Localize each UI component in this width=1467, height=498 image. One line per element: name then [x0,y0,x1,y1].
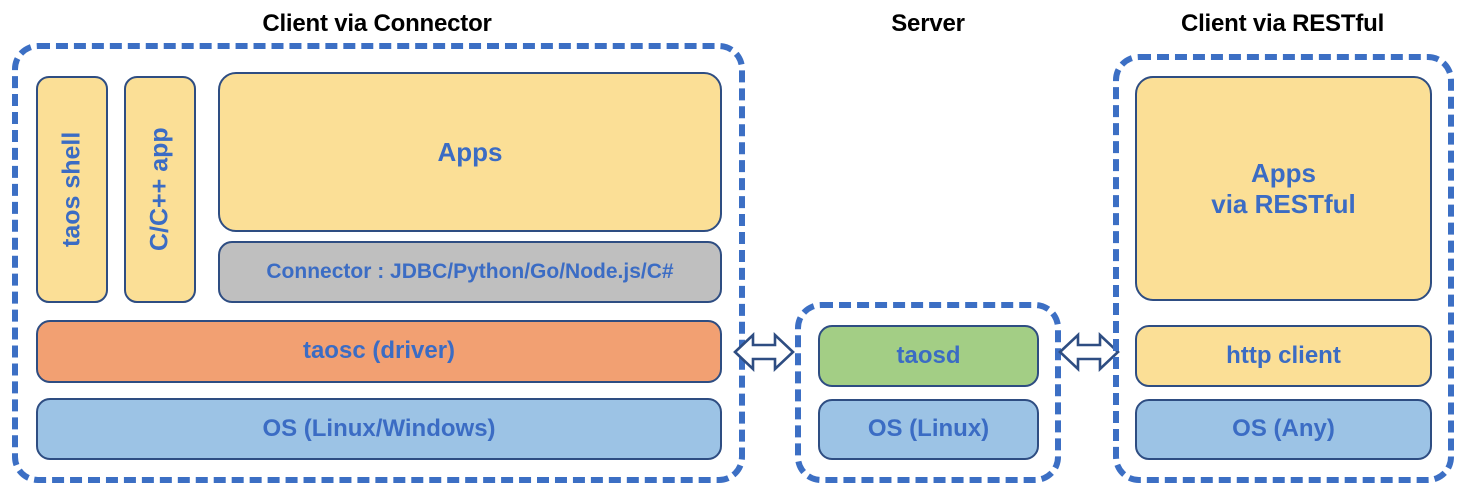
box-taosc-driver[interactable]: taosc (driver) [36,320,722,383]
group-client-via-connector [12,43,745,483]
apps-via-restful-line2: via RESTful [1211,188,1356,219]
double-arrow-server-to-restful-client [1058,329,1120,375]
title-client-via-restful: Client via RESTful [1180,10,1385,37]
box-taos-shell[interactable]: taos shell [36,76,108,303]
box-apps-connector[interactable]: Apps [218,72,722,232]
double-arrow-connector-to-server [733,329,795,375]
box-os-any[interactable]: OS (Any) [1135,399,1432,460]
box-apps-via-restful[interactable]: Apps via RESTful [1135,76,1432,301]
box-c-cpp-app[interactable]: C/C++ app [124,76,196,303]
box-http-client[interactable]: http client [1135,325,1432,387]
box-connector-drivers[interactable]: Connector : JDBC/Python/Go/Node.js/C# [218,241,722,303]
title-client-via-connector: Client via Connector [262,10,492,37]
box-taosd[interactable]: taosd [818,325,1039,387]
title-server: Server [891,10,965,37]
box-os-linux-windows[interactable]: OS (Linux/Windows) [36,398,722,460]
group-server [795,302,1061,483]
apps-via-restful-line1: Apps [1251,157,1316,188]
box-os-linux[interactable]: OS (Linux) [818,399,1039,460]
group-client-via-restful [1113,54,1454,483]
